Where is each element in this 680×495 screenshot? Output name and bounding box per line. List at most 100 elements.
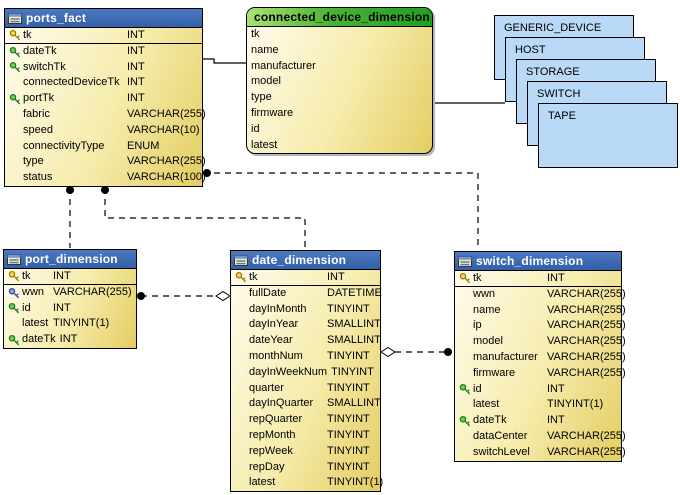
field-type: VARCHAR(255) — [547, 366, 626, 379]
field-type: INT — [547, 271, 565, 284]
device-type-label: STORAGE — [526, 66, 580, 78]
field-name: latest — [22, 317, 49, 330]
field-row[interactable]: type — [247, 90, 432, 106]
table-header[interactable]: switch_dimension — [455, 252, 621, 271]
field-row[interactable]: id — [247, 122, 432, 138]
table-header[interactable]: connected_device_dimension — [247, 8, 432, 27]
field-name: manufacturer — [251, 59, 316, 72]
field-name: tk — [23, 28, 32, 41]
table-title: switch_dimension — [476, 254, 584, 268]
field-row[interactable]: name — [247, 43, 432, 59]
field-row[interactable]: manufacturer — [247, 59, 432, 75]
field-type: TINYINT — [327, 349, 370, 362]
table-title: connected_device_dimension — [254, 10, 430, 24]
key-cell — [8, 302, 22, 314]
device-type-box-tape[interactable]: TAPE — [538, 103, 678, 168]
relation-diamond-endpoint — [380, 346, 396, 358]
field-type: INT — [59, 333, 78, 346]
field-type: VARCHAR(255) — [127, 107, 206, 120]
field-name: status — [23, 171, 53, 184]
field-row[interactable]: dateTk INT — [5, 44, 202, 60]
field-name: dateTk — [23, 44, 57, 57]
field-row[interactable]: monthNum TINYINT — [231, 349, 380, 365]
relation-line-ports_fact-date_dimension[interactable] — [104, 188, 306, 249]
key-cell — [8, 270, 22, 282]
field-row[interactable]: tk — [247, 27, 432, 43]
field-type: INT — [53, 269, 71, 282]
table-header[interactable]: date_dimension — [231, 251, 380, 270]
relation-line-ports_fact-connected_device_dimension[interactable] — [203, 58, 246, 64]
relation-dot-endpoint — [137, 292, 145, 300]
field-type: TINYINT — [327, 381, 370, 394]
field-row[interactable]: model — [247, 74, 432, 90]
unique-key-icon — [8, 287, 19, 298]
field-type: TINYINT — [327, 444, 370, 457]
field-row[interactable]: tk INT — [5, 28, 202, 44]
field-type: INT — [127, 28, 145, 41]
field-type: VARCHAR(255) — [547, 319, 626, 332]
field-row[interactable]: latest — [247, 138, 432, 154]
primary-key-icon — [235, 272, 246, 283]
field-type: TINYINT — [327, 428, 370, 441]
field-type: TINYINT — [327, 413, 370, 426]
field-name: monthNum — [249, 349, 303, 362]
field-row[interactable]: firmware — [247, 106, 432, 122]
field-name: latest — [249, 476, 276, 489]
field-type: INT — [127, 76, 145, 89]
field-type: DATETIME — [327, 286, 382, 299]
field-type: INT — [127, 44, 145, 57]
table-header[interactable]: ports_fact — [5, 9, 202, 28]
primary-key-icon — [8, 271, 19, 282]
relation-dot-endpoint — [444, 348, 452, 356]
field-type: VARCHAR(255) — [547, 445, 626, 458]
relation-line-ports_fact-switch_dimension[interactable] — [203, 172, 479, 250]
field-type: VARCHAR(255) — [547, 429, 626, 442]
table-header[interactable]: port_dimension — [4, 250, 136, 269]
